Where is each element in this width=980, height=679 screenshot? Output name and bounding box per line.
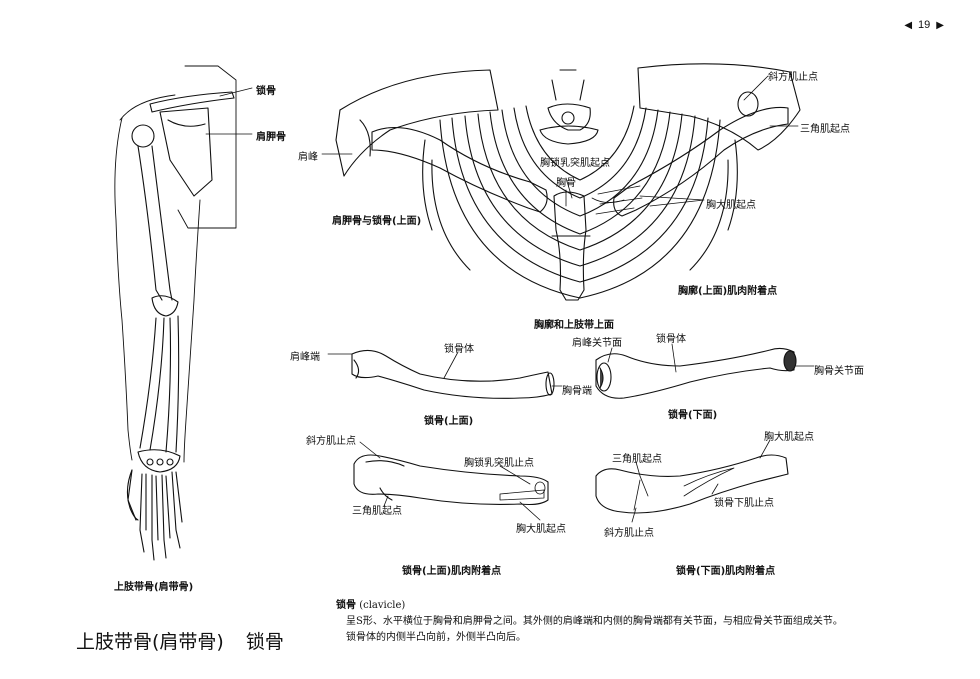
scapula-clavicle-subcaption: 肩胛骨与锁骨(上面) bbox=[332, 216, 422, 227]
clavicle-bottom-attachment-caption: 锁骨(下面)肌肉附着点 bbox=[676, 566, 776, 577]
clavicle-top-view bbox=[327, 349, 563, 399]
label-scapula: 肩胛骨 bbox=[256, 132, 286, 143]
label-acromion: 肩峰 bbox=[298, 152, 318, 163]
label-scm-insertion: 胸锁乳突肌止点 bbox=[464, 458, 534, 469]
prev-page-arrow-icon[interactable]: ◀ bbox=[904, 19, 913, 31]
thorax-figure-caption: 胸廓和上肢带上面 bbox=[534, 320, 614, 331]
clavicle-top-attachment-caption: 锁骨(上面)肌肉附着点 bbox=[402, 566, 502, 577]
label-trapezius-insertion-bottom: 斜方肌止点 bbox=[604, 528, 654, 539]
page-number: 19 bbox=[918, 19, 931, 31]
arm-figure-caption: 上肢带骨(肩带骨) bbox=[114, 582, 194, 593]
label-acromial-end: 肩峰端 bbox=[290, 352, 320, 363]
label-clavicle-body-top: 锁骨体 bbox=[444, 344, 474, 355]
label-pectoralis-origin-top: 胸大肌起点 bbox=[516, 524, 566, 535]
description-term: 锁骨 bbox=[336, 600, 356, 611]
label-trapezius-insertion-thorax: 斜方肌止点 bbox=[768, 72, 818, 83]
label-pectoralis-origin-bottom: 胸大肌起点 bbox=[764, 432, 814, 443]
clavicle-bottom-view bbox=[595, 343, 815, 399]
clavicle-bottom-attachment-view bbox=[595, 439, 789, 523]
description-line-1: 呈S形、水平横位于胸骨和肩胛骨之间。其外侧的肩峰端和内侧的胸骨端都有关节面，与相… bbox=[346, 616, 843, 627]
label-pectoralis-origin-thorax: 胸大肌起点 bbox=[706, 200, 756, 211]
label-acromial-facet: 肩峰关节面 bbox=[572, 338, 622, 349]
description-latin: (clavicle) bbox=[359, 600, 406, 611]
arm-skeleton-figure bbox=[114, 65, 253, 561]
label-scm-origin: 胸锁乳突肌起点 bbox=[540, 158, 610, 169]
chapter-title-sub: 锁骨 bbox=[245, 631, 284, 653]
chapter-title-main: 上肢带骨(肩带骨) bbox=[76, 631, 224, 653]
chapter-title: 上肢带骨(肩带骨) 锁骨 bbox=[76, 627, 306, 654]
thorax-figure bbox=[321, 63, 801, 301]
label-sternal-facet: 胸骨关节面 bbox=[814, 366, 864, 377]
label-clavicle: 锁骨 bbox=[256, 86, 276, 97]
label-deltoid-origin-top: 三角肌起点 bbox=[352, 506, 402, 517]
description-heading: 锁骨 (clavicle) bbox=[336, 598, 936, 614]
label-sternal-end: 胸骨端 bbox=[562, 386, 592, 397]
label-subclavius-insertion: 锁骨下肌止点 bbox=[714, 498, 774, 509]
label-deltoid-origin-thorax: 三角肌起点 bbox=[800, 124, 850, 135]
label-clavicle-body-bottom: 锁骨体 bbox=[656, 334, 686, 345]
page-pager: ◀ 19 ▶ bbox=[904, 19, 944, 31]
label-trapezius-insertion-top: 斜方肌止点 bbox=[306, 436, 356, 447]
clavicle-top-caption: 锁骨(上面) bbox=[424, 416, 474, 427]
next-page-arrow-icon[interactable]: ▶ bbox=[936, 19, 944, 31]
label-sternum: 胸骨 bbox=[556, 178, 576, 189]
label-deltoid-origin-bottom: 三角肌起点 bbox=[612, 454, 662, 465]
description-line-2: 锁骨体的内侧半凸向前，外侧半凸向后。 bbox=[346, 632, 526, 643]
thorax-attachment-caption: 胸廓(上面)肌肉附着点 bbox=[678, 286, 778, 297]
description-block: 锁骨 (clavicle) 呈S形、水平横位于胸骨和肩胛骨之间。其外侧的肩峰端和… bbox=[336, 598, 936, 646]
clavicle-top-attachment-view bbox=[353, 441, 549, 521]
clavicle-bottom-caption: 锁骨(下面) bbox=[668, 410, 718, 421]
